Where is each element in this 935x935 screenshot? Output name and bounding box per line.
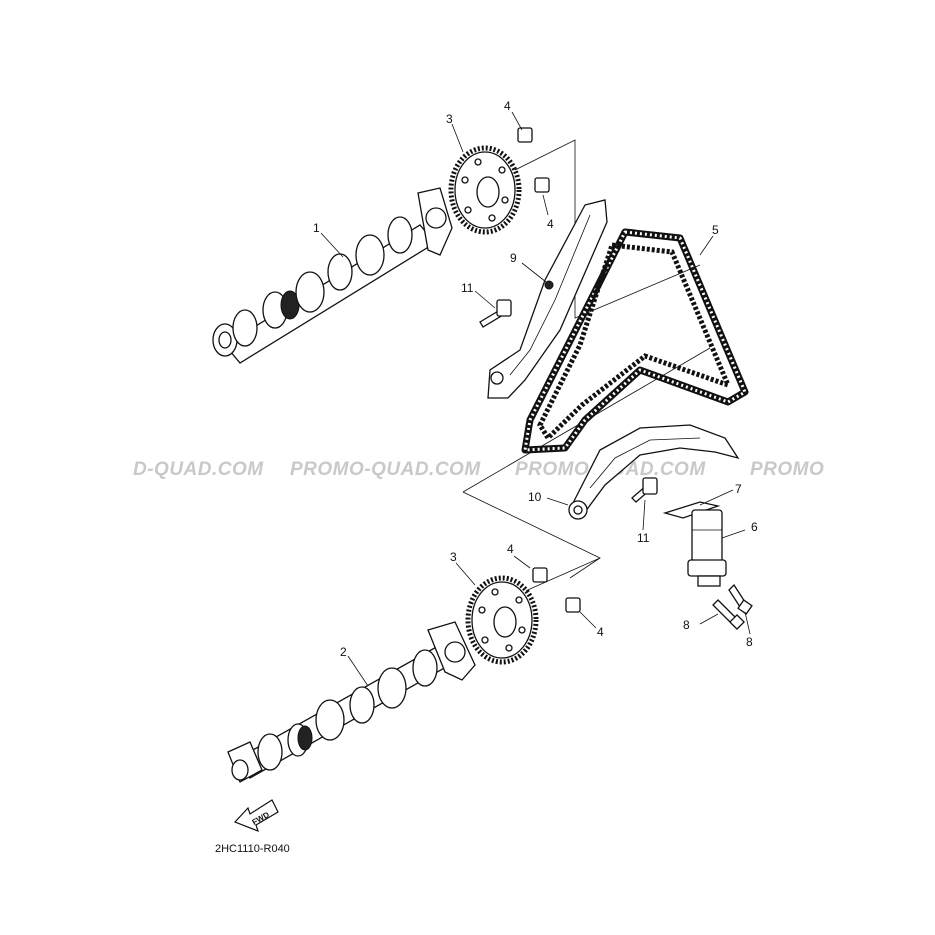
callout-timing-chain: 5: [712, 223, 719, 237]
callout-lower-bolt-a: 4: [507, 542, 514, 556]
upper-sprocket-bolts: [517, 127, 550, 193]
callout-lower-guide: 10: [528, 490, 542, 504]
tensioner-gasket: [662, 501, 721, 519]
guide-pin: [544, 280, 554, 290]
callout-tensioner-bolt-b: 8: [746, 635, 753, 649]
upper-camshaft: [212, 187, 453, 364]
lower-camshaft: [227, 621, 476, 783]
callout-upper-bolt-a: 4: [504, 99, 511, 113]
callouts: 1 2 3 3 4 4 4 4 5 6 7 8 8 9 10 11 11: [313, 99, 758, 659]
callout-upper-sprocket: 3: [446, 112, 453, 126]
callout-upper-bolt-b: 4: [547, 217, 554, 231]
watermark-text-2: PROMO-QUAD.COM: [290, 459, 481, 480]
callout-lower-sprocket: 3: [450, 550, 457, 564]
watermark-text-4: PROMO: [750, 459, 824, 480]
timing-chain: [521, 228, 749, 454]
leader-lines: [320, 111, 751, 687]
lower-camshaft-sprocket: [465, 575, 539, 665]
callout-tensioner: 6: [751, 520, 758, 534]
callout-guide-bolt-upper: 11: [461, 281, 474, 295]
callout-tensioner-bolt-a: 8: [683, 618, 690, 632]
callout-lower-camshaft: 2: [340, 645, 347, 659]
tensioner-bolts: [712, 583, 753, 630]
forward-arrow: FWD: [233, 799, 279, 833]
guide-bolts: [479, 299, 658, 503]
lower-chain-guide: [568, 424, 740, 520]
callout-guide-pin: 9: [510, 251, 517, 265]
upper-camshaft-sprocket: [448, 145, 522, 235]
callout-gasket: 7: [735, 482, 742, 496]
watermark: D-QUAD.COM PROMO-QUAD.COM PROMO-QUAD.COM…: [133, 459, 824, 480]
watermark-text-1: D-QUAD.COM: [133, 459, 264, 480]
callout-lower-bolt-b: 4: [597, 625, 604, 639]
callout-upper-camshaft: 1: [313, 221, 320, 235]
callout-guide-bolt-lower: 11: [637, 531, 650, 545]
upper-chain-guide: [487, 199, 608, 399]
chain-tensioner: [687, 509, 727, 587]
diagram-code: 2HC1110-R040: [215, 843, 290, 855]
lower-sprocket-bolts: [532, 567, 581, 613]
